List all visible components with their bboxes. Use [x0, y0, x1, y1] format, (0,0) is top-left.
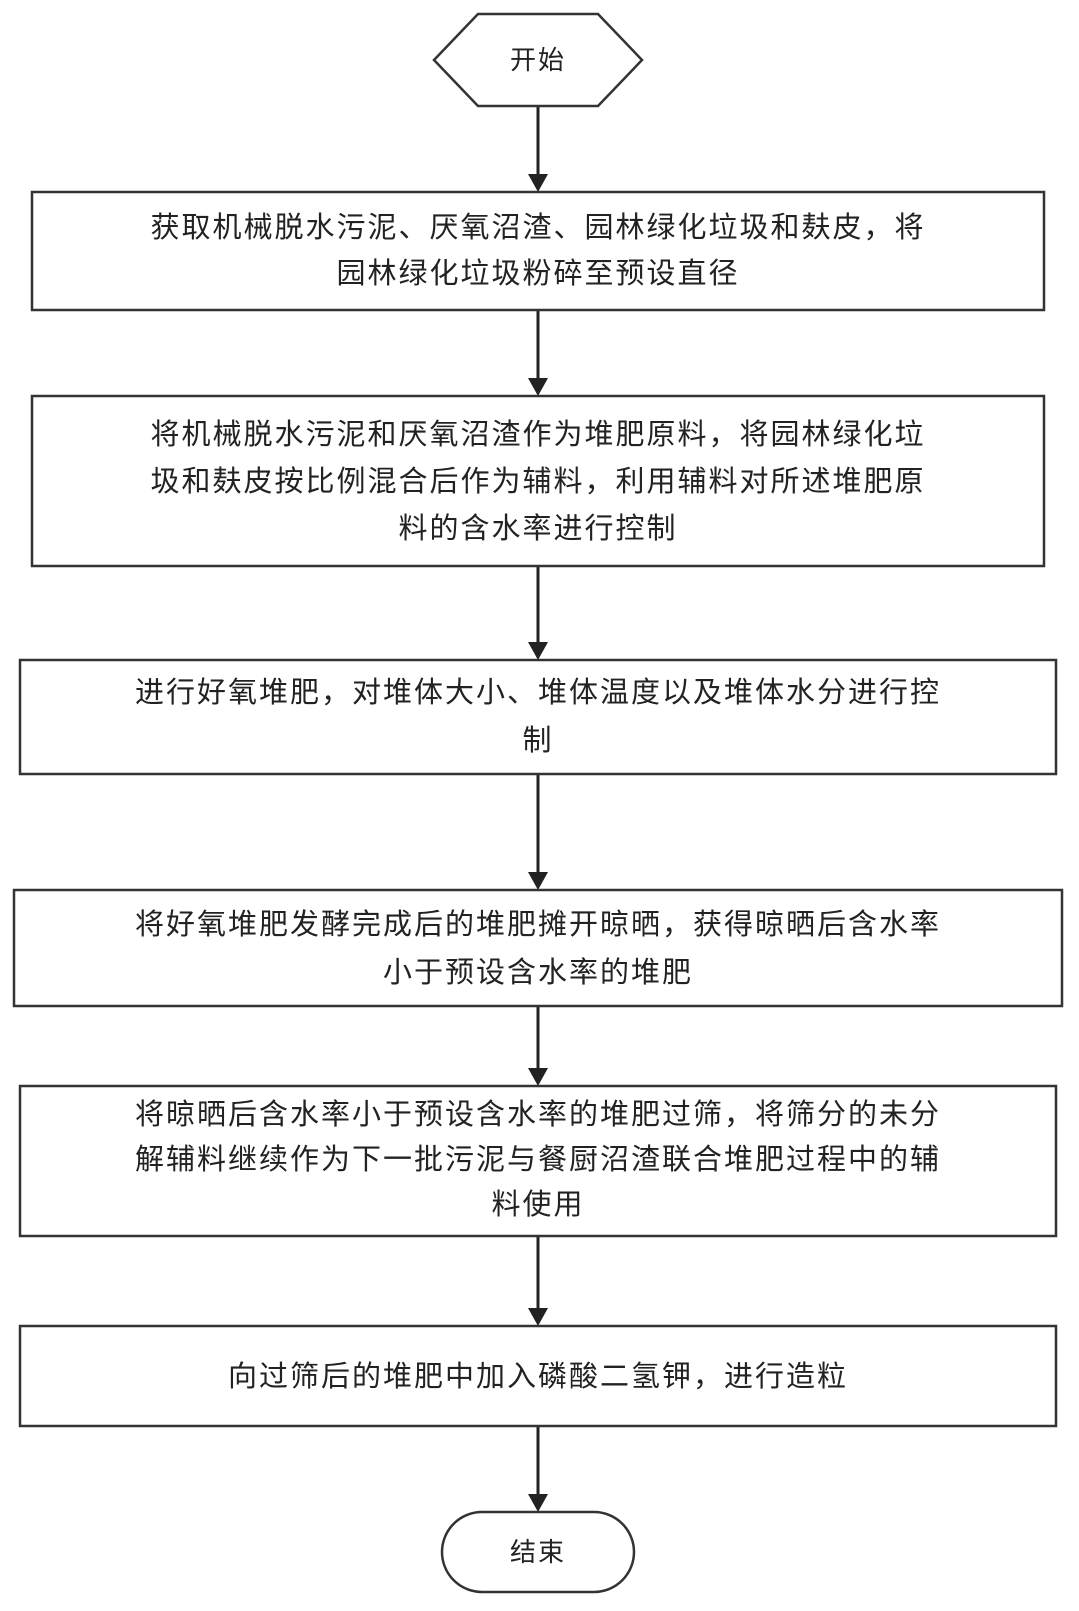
- start-node: 开始: [432, 12, 644, 108]
- connector-step-4-to-step-5: [528, 1006, 548, 1086]
- step-1-line-1: 获取机械脱水污泥、厌氧沼渣、园林绿化垃圾和麸皮，将: [150, 210, 925, 244]
- step-5-line-2: 解辅料继续作为下一批污泥与餐厨沼渣联合堆肥过程中的辅: [135, 1142, 941, 1176]
- step-3: 进行好氧堆肥，对堆体大小、堆体温度以及堆体水分进行控 制: [18, 658, 1058, 776]
- step-6: 向过筛后的堆肥中加入磷酸二氢钾，进行造粒: [18, 1324, 1058, 1428]
- connector-step-6-to-end: [528, 1426, 548, 1512]
- end-label: 结束: [510, 1538, 566, 1568]
- connector-step-3-to-step-4: [528, 774, 548, 890]
- step-1-line-2: 园林绿化垃圾粉碎至预设直径: [336, 256, 739, 290]
- end-node: 结束: [440, 1510, 636, 1594]
- connector-step-1-to-step-2: [528, 310, 548, 396]
- connector-step-2-to-step-3: [528, 566, 548, 660]
- step-4: 将好氧堆肥发酵完成后的堆肥摊开晾晒，获得晾晒后含水率 小于预设含水率的堆肥: [12, 888, 1064, 1008]
- step-3-line-2: 制: [522, 723, 553, 757]
- step-2: 将机械脱水污泥和厌氧沼渣作为堆肥原料，将园林绿化垃 圾和麸皮按比例混合后作为辅料…: [30, 394, 1046, 568]
- step-2-line-3: 料的含水率进行控制: [398, 511, 677, 545]
- step-6-box: [18, 1324, 1058, 1428]
- step-4-line-2: 小于预设含水率的堆肥: [383, 955, 693, 989]
- connector-start-to-step-1: [528, 106, 548, 192]
- step-2-line-1: 将机械脱水污泥和厌氧沼渣作为堆肥原料，将园林绿化垃: [150, 417, 925, 451]
- step-5-box: [18, 1084, 1058, 1238]
- step-3-box: [18, 658, 1058, 776]
- step-1-box: [30, 190, 1046, 312]
- start-hexagon: [432, 12, 644, 108]
- step-5-line-1: 将晾晒后含水率小于预设含水率的堆肥过筛，将筛分的未分: [135, 1097, 941, 1131]
- start-label: 开始: [510, 46, 566, 76]
- connector-step-5-to-step-6: [528, 1236, 548, 1326]
- step-4-box: [12, 888, 1064, 1008]
- step-2-line-2: 圾和麸皮按比例混合后作为辅料，利用辅料对所述堆肥原: [150, 464, 925, 498]
- step-1: 获取机械脱水污泥、厌氧沼渣、园林绿化垃圾和麸皮，将 园林绿化垃圾粉碎至预设直径: [30, 190, 1046, 312]
- step-4-line-1: 将好氧堆肥发酵完成后的堆肥摊开晾晒，获得晾晒后含水率: [135, 907, 941, 941]
- step-6-line-1: 向过筛后的堆肥中加入磷酸二氢钾，进行造粒: [228, 1359, 848, 1393]
- step-2-box: [30, 394, 1046, 568]
- end-terminator: [440, 1510, 636, 1594]
- step-5: 将晾晒后含水率小于预设含水率的堆肥过筛，将筛分的未分 解辅料继续作为下一批污泥与…: [18, 1084, 1058, 1238]
- step-5-line-3: 料使用: [491, 1187, 584, 1221]
- step-3-line-1: 进行好氧堆肥，对堆体大小、堆体温度以及堆体水分进行控: [135, 675, 941, 709]
